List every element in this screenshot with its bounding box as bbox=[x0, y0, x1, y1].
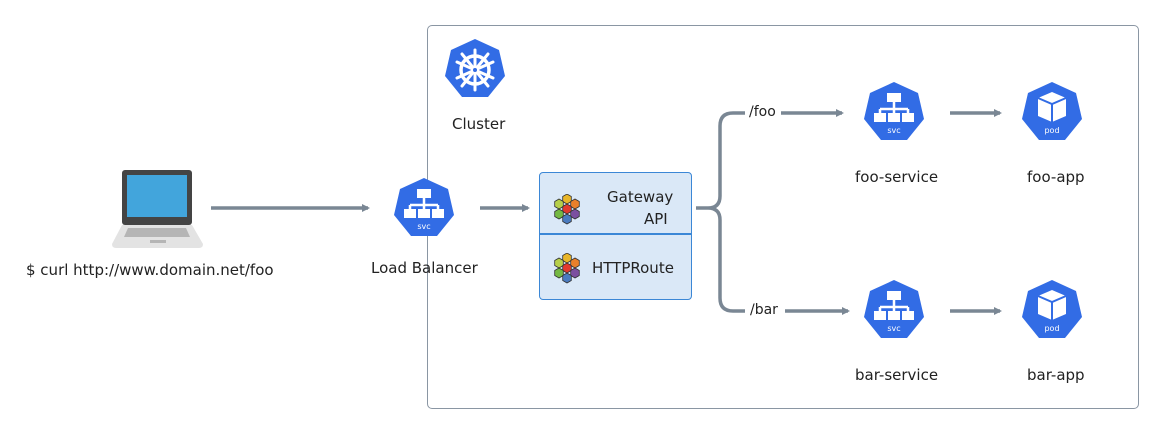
svg-text:pod: pod bbox=[1044, 324, 1059, 333]
bar-app-label: bar-app bbox=[1027, 366, 1085, 384]
bar-app-pod-icon: pod bbox=[1022, 280, 1082, 338]
httproute-label[interactable]: HTTPRoute bbox=[592, 259, 674, 277]
bar-service-svc-icon: svc bbox=[864, 280, 924, 338]
laptop-icon bbox=[112, 170, 203, 248]
route-path-foo: /foo bbox=[749, 104, 776, 120]
client-command: $ curl http://www.domain.net/foo bbox=[26, 261, 274, 279]
gateway-api-logo-icon bbox=[554, 194, 580, 225]
edge-gateway-brace bbox=[696, 111, 745, 313]
foo-app-label: foo-app bbox=[1027, 168, 1085, 186]
route-path-bar: /bar bbox=[750, 302, 778, 318]
kubernetes-helm-icon bbox=[445, 39, 505, 97]
svg-text:svc: svc bbox=[887, 324, 900, 333]
svg-text:svc: svc bbox=[417, 222, 430, 231]
foo-app-pod-icon: pod bbox=[1022, 82, 1082, 140]
svg-text:svc: svc bbox=[887, 126, 900, 135]
gateway-label-line2: API bbox=[644, 210, 668, 228]
gateway-label-line1: Gateway bbox=[607, 188, 674, 206]
svg-text:pod: pod bbox=[1044, 126, 1059, 135]
gateway-divider bbox=[539, 233, 692, 235]
httproute-logo-icon bbox=[554, 253, 580, 284]
load-balancer-label: Load Balancer bbox=[371, 259, 478, 277]
foo-service-label: foo-service bbox=[855, 168, 939, 186]
bar-service-label: bar-service bbox=[855, 366, 939, 384]
cluster-label: Cluster bbox=[452, 115, 506, 133]
foo-service-svc-icon: svc bbox=[864, 82, 924, 140]
load-balancer-svc-icon: svc bbox=[394, 178, 454, 236]
